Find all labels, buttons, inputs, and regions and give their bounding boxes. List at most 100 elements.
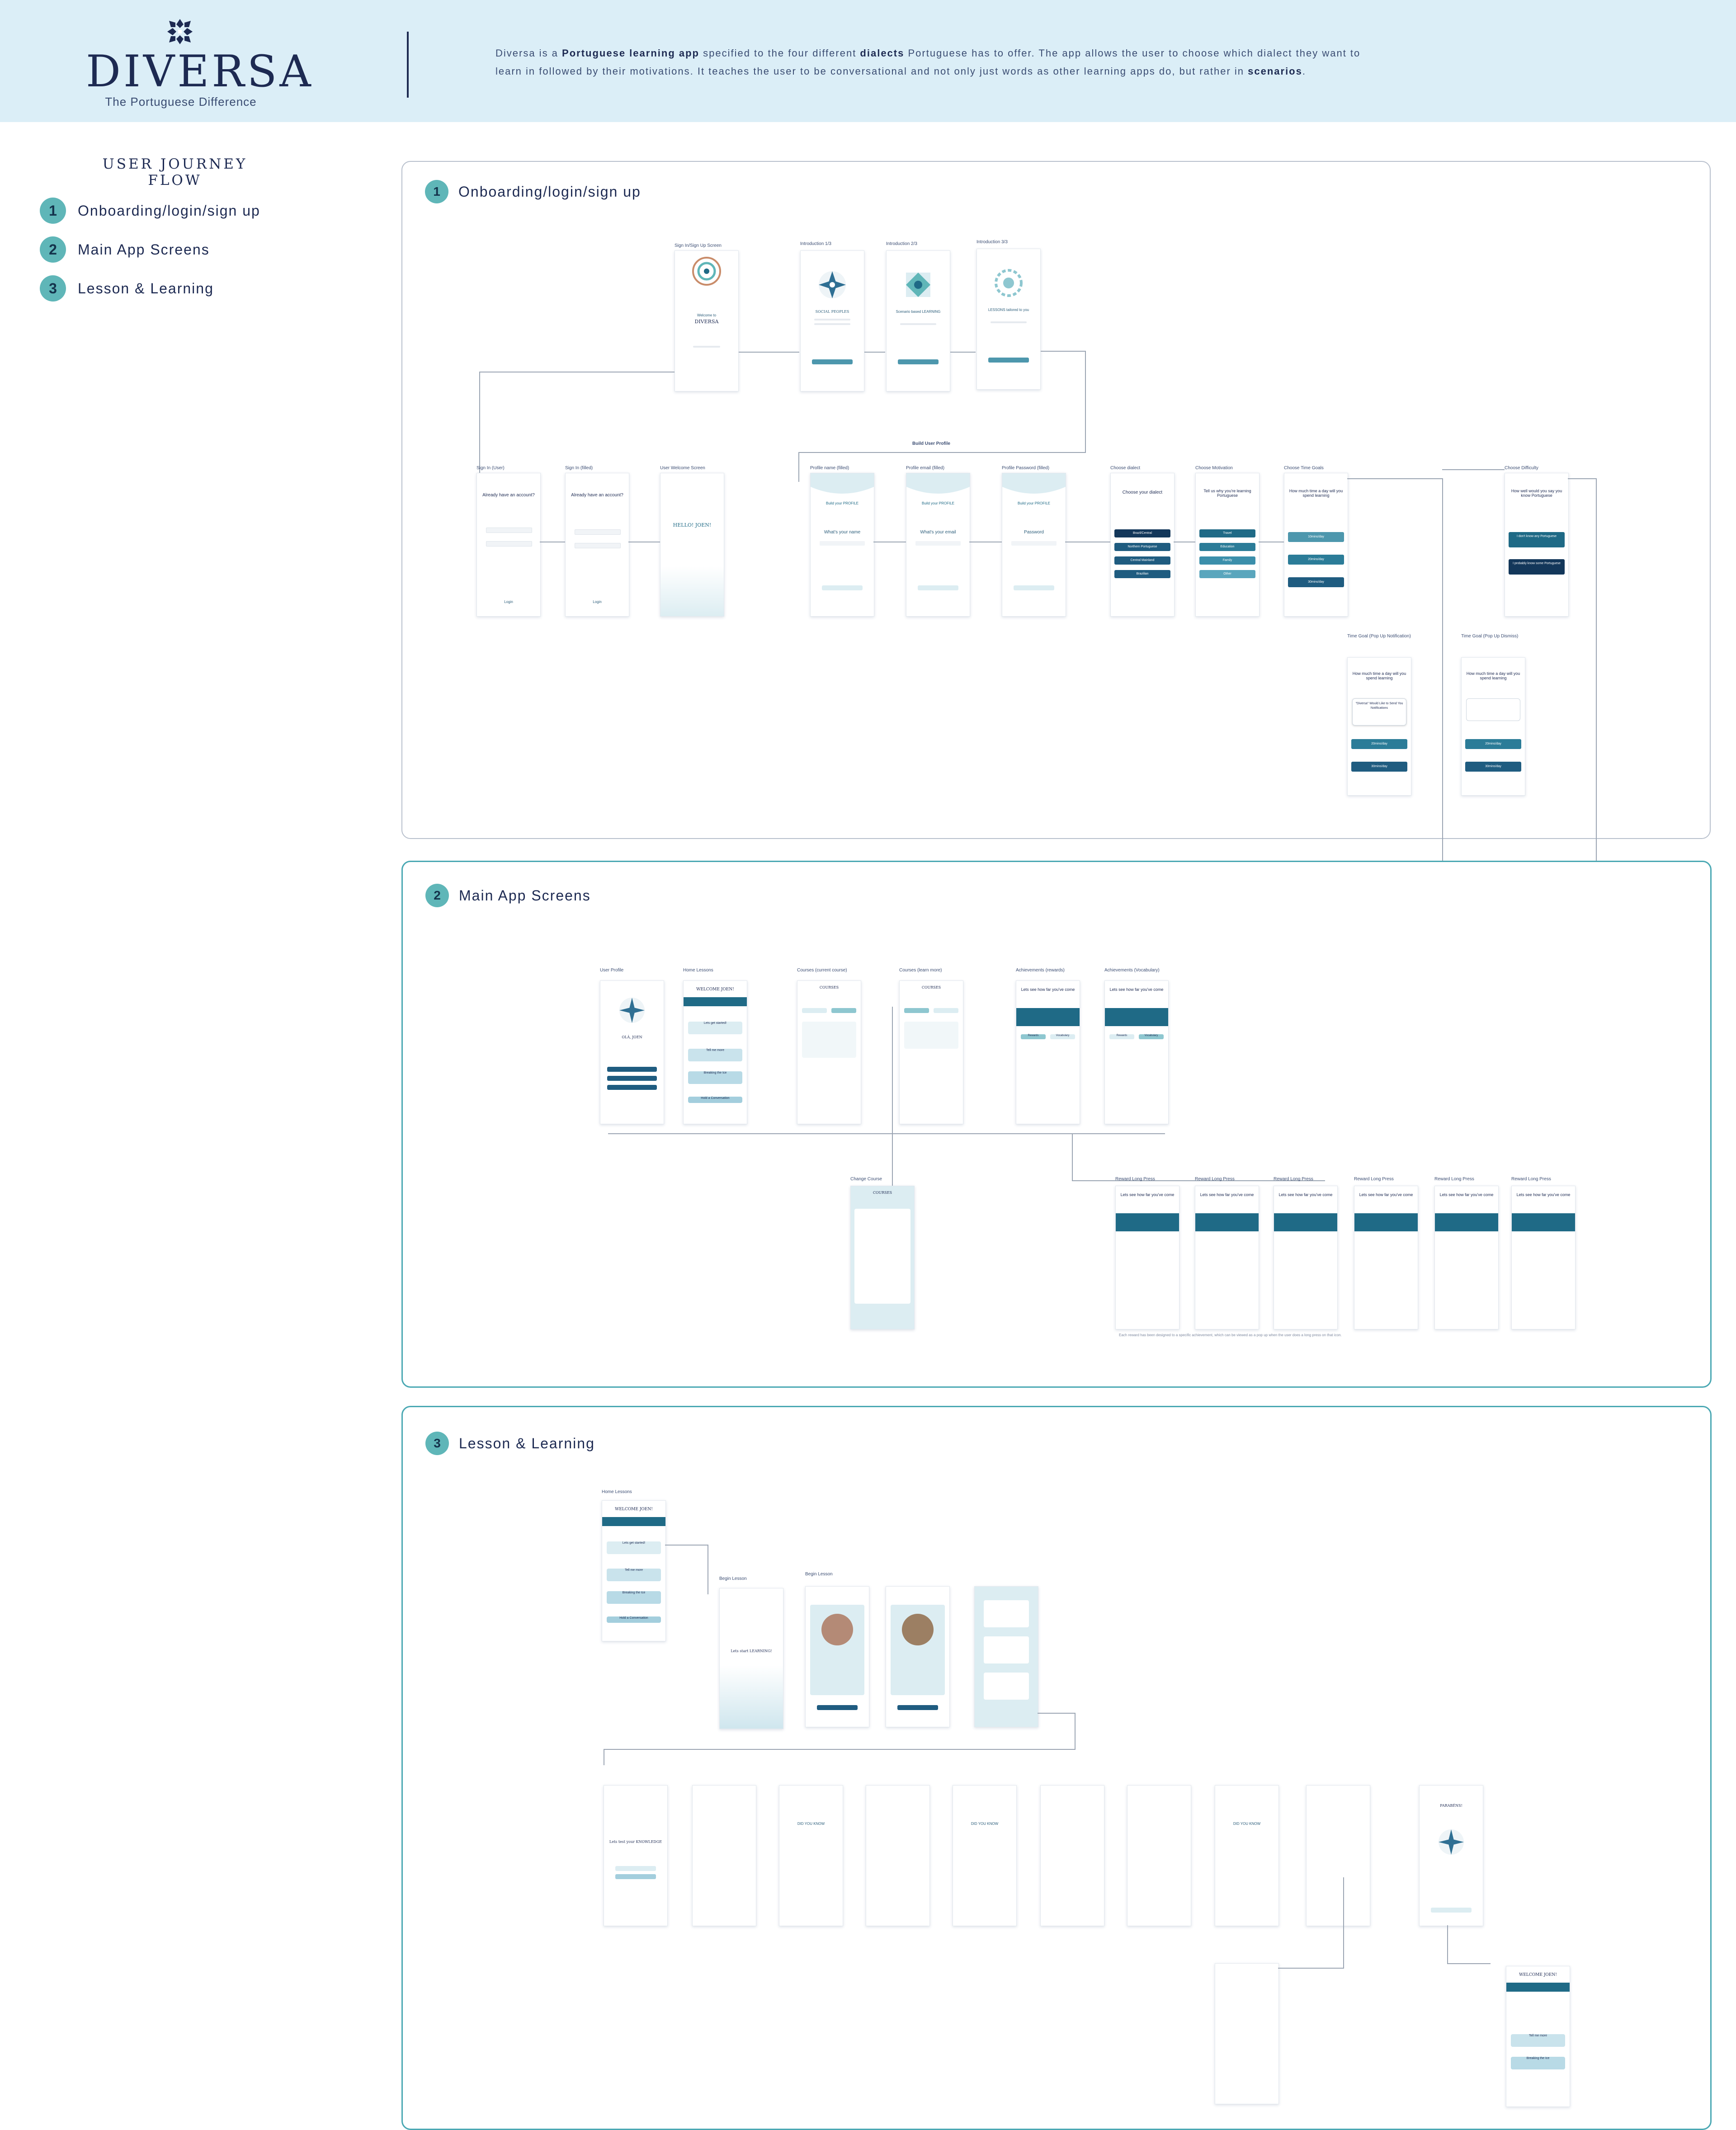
next-button[interactable] [898,359,939,364]
screen-profile-password[interactable]: Build your PROFILE Password [1002,473,1066,617]
screen-user-welcome[interactable]: HELLO! JOEN! [660,473,724,617]
screen-test-knowledge[interactable]: Lets test your KNOWLEDGE [604,1785,668,1926]
next-button[interactable] [812,359,853,364]
login-button[interactable]: Login [504,600,513,604]
lesson-card[interactable]: Tell me more [1511,2034,1565,2047]
screen-reward-long-press[interactable]: Lets see how far you've come [1274,1186,1338,1329]
notification-dialog[interactable]: "Diversa" Would Like to Send You Notific… [1352,698,1406,726]
screen-achievements-rewards[interactable]: Lets see how far you've come Rewards Voc… [1016,980,1080,1124]
password-field[interactable] [1011,541,1057,546]
lesson-card[interactable]: Lets get started! [688,1022,742,1034]
screen-signup[interactable]: Welcome to DIVERSA [675,250,739,391]
dialect-prompt: Choose your dialect [1122,490,1163,495]
screen-signin-user[interactable]: Already have an account? Login [476,473,541,617]
lesson-card[interactable]: Hold a Conversation [607,1616,661,1623]
time-option[interactable]: 20mins/day [1288,555,1344,565]
screen-change-course[interactable]: COURSES [850,1186,915,1329]
lesson-card[interactable]: Tell me more [607,1569,661,1581]
journey-item-main-app[interactable]: 2 Main App Screens [40,236,210,263]
screen-choose-time-goals[interactable]: How much time a day will you spend learn… [1284,473,1348,617]
screen-lesson-chat[interactable] [1127,1785,1191,1926]
screen-courses-current[interactable]: COURSES [797,980,861,1124]
journey-item-lesson[interactable]: 3 Lesson & Learning [40,275,214,302]
screen-reward-long-press[interactable]: Lets see how far you've come [1195,1186,1259,1329]
time-option[interactable]: 30mins/day [1465,762,1521,772]
difficulty-option[interactable]: I don't know any Portuguese [1509,532,1565,547]
lesson-card[interactable]: Tell me more [688,1049,742,1061]
tab-rewards[interactable]: Rewards [1021,1034,1046,1039]
tab-vocabulary[interactable]: Vocabulary [1050,1034,1075,1039]
time-option[interactable]: 30mins/day [1288,577,1344,587]
screen-home-lessons-return[interactable]: WELCOME JOEN! Tell me more Breaking the … [1506,1966,1570,2107]
time-option[interactable]: 20mins/day [1465,739,1521,749]
notification-dialog[interactable] [1466,698,1520,721]
screen-lesson-chat[interactable]: DID YOU KNOW [1215,1785,1279,1926]
screen-choose-difficulty[interactable]: How well would you say you know Portugue… [1505,473,1569,617]
screen-time-goal-dismiss[interactable]: How much time a day will you spend learn… [1461,657,1525,796]
dialect-option[interactable]: Northern Portuguese [1114,543,1170,551]
screen-reward-long-press[interactable]: Lets see how far you've come [1115,1186,1179,1329]
screen-courses-learn[interactable]: COURSES [899,980,963,1124]
screen-home-lessons[interactable]: WELCOME JOEN! Lets get started! Tell me … [602,1500,666,1641]
email-field[interactable] [915,541,961,546]
screen-achievements-vocab[interactable]: Lets see how far you've come Rewards Voc… [1104,980,1169,1124]
motivation-option[interactable]: Other [1199,570,1255,578]
screen-reward-long-press[interactable]: Lets see how far you've come [1354,1186,1418,1329]
begin-button[interactable] [817,1705,858,1710]
screen-choose-dialect[interactable]: Choose your dialect Brazil/Central North… [1110,473,1175,617]
screen-begin-lesson[interactable]: Lets start LEARNING! [719,1588,783,1729]
screen-lesson-chat[interactable] [1306,1785,1370,1926]
screen-profile-email[interactable]: Build your PROFILE What's your email [906,473,970,617]
email-field[interactable] [575,529,621,535]
screen-lesson-chat[interactable]: DID YOU KNOW [953,1785,1017,1926]
screen-intro-2[interactable]: Scenario based LEARNING [886,250,950,391]
password-field[interactable] [486,541,532,547]
screen-intro-1[interactable]: SOCIAL PEOPLES [800,250,864,391]
email-field[interactable] [486,528,532,533]
get-started-button[interactable] [988,358,1029,363]
screen-signin-filled[interactable]: Already have an account? Login [565,473,629,617]
journey-item-onboarding[interactable]: 1 Onboarding/login/sign up [40,197,260,224]
screen-reward-long-press[interactable]: Lets see how far you've come [1434,1186,1499,1329]
difficulty-option[interactable]: I probably know some Portuguese [1509,559,1565,575]
screen-home-lessons[interactable]: WELCOME JOEN! Lets get started! Tell me … [683,980,747,1124]
screen-intro-3[interactable]: LESSONS tailored to you [976,249,1041,390]
lesson-card[interactable]: Breaking the Ice [1511,2057,1565,2069]
screen-profile-name[interactable]: Build your PROFILE What's your name [810,473,874,617]
lesson-card[interactable]: Breaking the Ice [688,1071,742,1084]
continue-button[interactable] [918,585,958,590]
screen-lesson-chat[interactable] [692,1785,756,1926]
lesson-card[interactable]: Breaking the Ice [607,1591,661,1604]
screen-lesson-chat[interactable] [866,1785,930,1926]
screen-choose-motivation[interactable]: Tell us why you're learning Portuguese T… [1195,473,1260,617]
screen-lesson-intro-1[interactable] [805,1586,869,1727]
tab-rewards[interactable]: Rewards [1109,1034,1134,1039]
lesson-card[interactable]: Lets get started! [607,1541,661,1554]
screen-parabens[interactable]: PARABÉNS! [1419,1785,1483,1926]
continue-button[interactable] [1014,585,1054,590]
motivation-option[interactable]: Travel [1199,529,1255,537]
screen-reward-long-press[interactable]: Lets see how far you've come [1511,1186,1576,1329]
login-button[interactable]: Login [593,600,602,604]
password-field[interactable] [575,543,621,548]
tab-vocabulary[interactable]: Vocabulary [1139,1034,1164,1039]
motivation-option[interactable]: Family [1199,556,1255,565]
screen-user-profile[interactable]: OLÁ, JOEN [600,980,664,1124]
time-option[interactable]: 30mins/day [1351,762,1407,772]
screen-choose-partner[interactable] [974,1586,1038,1727]
dialect-option[interactable]: Brazilian [1114,570,1170,578]
screen-lesson-chat[interactable] [1040,1785,1104,1926]
dialect-option[interactable]: Brazil/Central [1114,529,1170,537]
screen-lesson-chat[interactable]: DID YOU KNOW [779,1785,843,1926]
time-option[interactable]: 20mins/day [1351,739,1407,749]
lesson-card[interactable]: Hold a Conversation [688,1097,742,1103]
screen-lesson-chat[interactable] [1215,1963,1279,2104]
continue-button[interactable] [822,585,863,590]
begin-button[interactable] [897,1705,938,1710]
motivation-option[interactable]: Education [1199,543,1255,551]
name-field[interactable] [820,541,865,546]
dialect-option[interactable]: Central Mainland [1114,556,1170,565]
screen-time-goal-notification[interactable]: How much time a day will you spend learn… [1347,657,1411,796]
screen-lesson-intro-2[interactable] [886,1586,950,1727]
time-option[interactable]: 10mins/day [1288,532,1344,542]
